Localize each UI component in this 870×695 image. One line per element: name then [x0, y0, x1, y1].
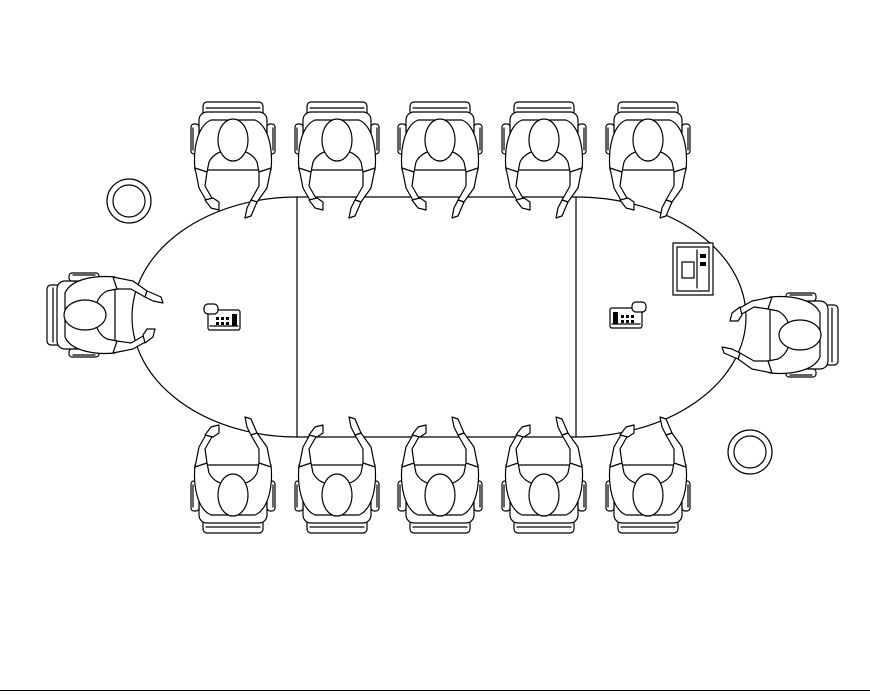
seat-top-2 [294, 101, 380, 219]
seat-top-1 [190, 101, 276, 219]
phone-icon [609, 301, 647, 329]
page-bottom-rule [0, 690, 870, 691]
seat-end-left [46, 272, 164, 358]
seat-top-4 [501, 101, 587, 219]
waste-bin-top-left [106, 178, 152, 224]
phone-icon [203, 303, 241, 331]
seat-bottom-3 [397, 416, 483, 534]
waste-bin-bottom-right [727, 429, 773, 475]
seat-top-3 [397, 101, 483, 219]
seat-bottom-5 [605, 416, 691, 534]
seat-bottom-4 [501, 416, 587, 534]
side-unit [672, 242, 714, 296]
seat-bottom-2 [294, 416, 380, 534]
conference-table [131, 196, 747, 438]
seat-end-right [721, 292, 839, 378]
